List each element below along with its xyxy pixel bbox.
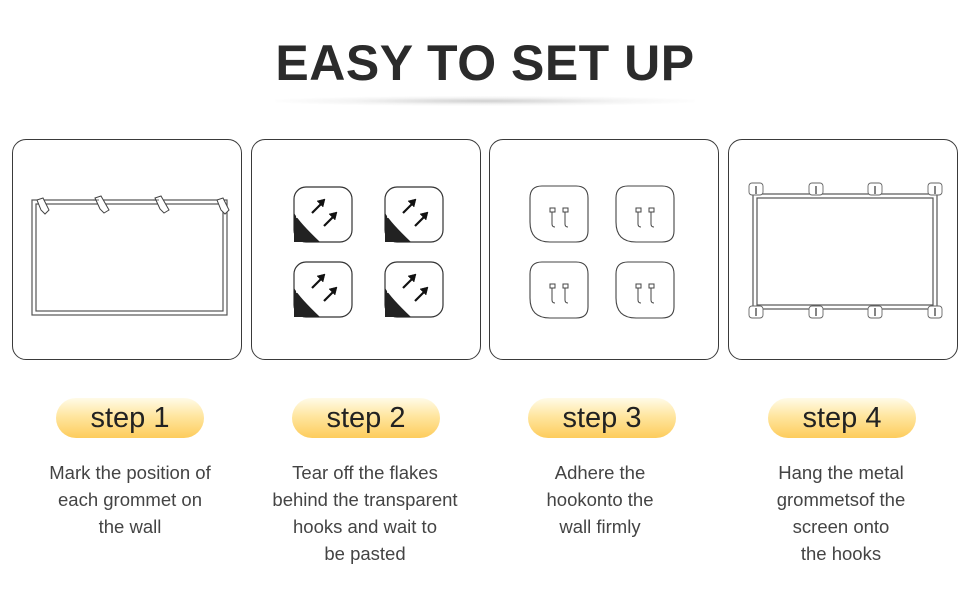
step-4-line-2: grommetsof the — [776, 489, 906, 510]
step-2-illustration — [251, 139, 481, 360]
step-2-description: Tear off the flakes behind the transpare… — [255, 459, 475, 567]
hook-grommet-icon — [748, 182, 943, 319]
adhesive-peel-icon — [292, 185, 445, 319]
step-3-line-3: wall firmly — [559, 516, 641, 537]
step-1-line-2: each grommet on — [58, 489, 202, 510]
adhesive-hook-icon — [529, 185, 675, 319]
title-shadow — [275, 96, 695, 106]
page-title: EASY TO SET UP — [275, 35, 695, 91]
step-3-badge: step 3 — [528, 398, 676, 438]
step-4-line-1: Hang the metal — [778, 462, 904, 483]
step-2-line-4: be pasted — [324, 543, 406, 564]
step-2-line-3: hooks and wait to — [293, 516, 437, 537]
step-3-illustration — [489, 139, 719, 360]
step-4-badge: step 4 — [768, 398, 916, 438]
step-1-badge: step 1 — [56, 398, 204, 438]
step-4-description: Hang the metal grommetsof the screen ont… — [731, 459, 951, 567]
pencil-mark-icon — [36, 195, 230, 215]
step-1-line-1: Mark the position of — [49, 462, 211, 483]
step-4-line-4: the hooks — [800, 543, 882, 564]
step-2-badge: step 2 — [292, 398, 440, 438]
step-2-line-1: Tear off the flakes — [292, 462, 438, 483]
step-3-line-2: hookonto the — [546, 489, 654, 510]
step-3-description: Adhere the hookonto the wall firmly — [490, 459, 710, 540]
step-1-illustration — [12, 139, 242, 360]
step-4-illustration — [728, 139, 958, 360]
step-1-description: Mark the position of each grommet on the… — [20, 459, 240, 540]
step-3-line-1: Adhere the — [554, 462, 646, 483]
step-1-line-3: the wall — [98, 516, 162, 537]
step-4-line-3: screen onto — [792, 516, 890, 537]
step-2-line-2: behind the transparent — [272, 489, 458, 510]
